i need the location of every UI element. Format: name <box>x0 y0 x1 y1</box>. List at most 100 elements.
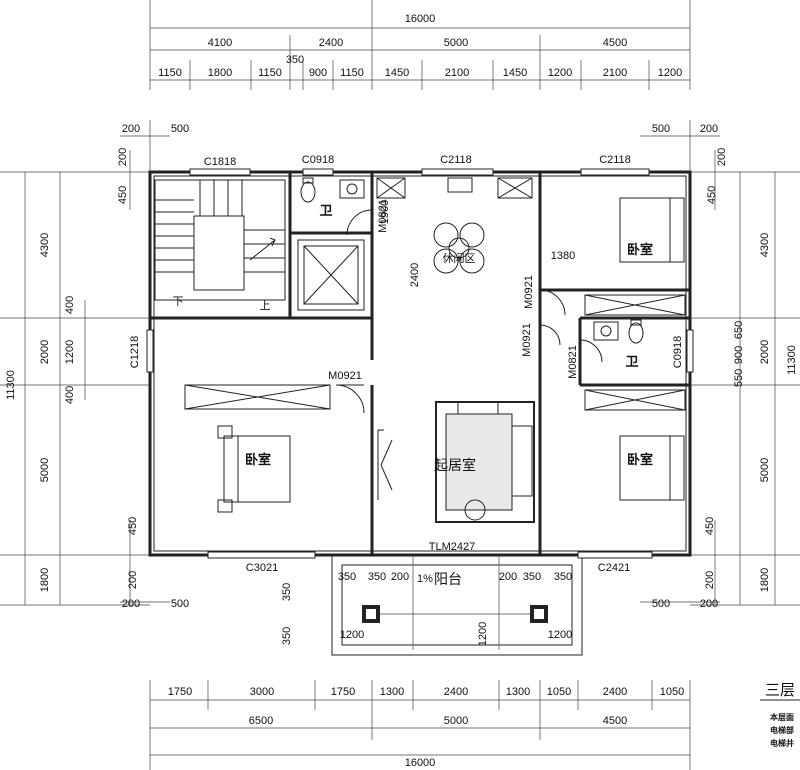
room-bedroom-ne: 卧室 <box>627 242 653 257</box>
top-350: 350 <box>286 54 304 66</box>
top-r3-10: 2100 <box>603 67 627 79</box>
top-r2-2: 2400 <box>319 37 343 49</box>
left-o1: 4300 <box>39 233 51 257</box>
left-o3: 5000 <box>39 458 51 482</box>
inner-dimensions: 1900 2400 1380 350 350 200 1% 200 350 35… <box>281 200 575 646</box>
top-r3-11: 1200 <box>658 67 682 79</box>
door-m0921-left: M0921 <box>328 370 362 382</box>
interior-walls <box>150 172 690 555</box>
stair-down: 下 <box>173 296 184 308</box>
right-i7: 200 <box>704 571 716 589</box>
door-m0821-top: M0821 <box>377 199 389 233</box>
bot-r1-l1: 200 <box>122 598 140 610</box>
right-i2: 450 <box>706 186 718 204</box>
bot-r2-4: 1300 <box>380 686 404 698</box>
room-leisure: 休闲区 <box>443 251 476 265</box>
top-r3-2: 1800 <box>208 67 232 79</box>
title-block: 三层 本层面 电梯部 电梯井 <box>760 682 800 748</box>
wardrobes <box>184 294 686 411</box>
title-line1: 本层面 <box>769 712 794 722</box>
bottom-dimension-text: 200 500 500 200 1750 3000 1750 1300 2400… <box>122 598 718 769</box>
right-o1: 4300 <box>759 233 771 257</box>
dim-2400: 2400 <box>409 263 421 287</box>
top-r3-5: 1150 <box>340 67 364 79</box>
bot-total: 16000 <box>405 757 436 769</box>
left-dimension-text: 11300 4300 2000 5000 1800 200 450 400 12… <box>5 148 139 592</box>
top-total: 16000 <box>405 13 436 25</box>
left-total: 11300 <box>5 370 17 400</box>
win-c1818: C1818 <box>204 156 236 168</box>
right-i1: 200 <box>716 148 728 166</box>
room-bedroom-w: 卧室 <box>245 452 271 467</box>
top-r3-4: 900 <box>309 67 327 79</box>
top-r2-1: 4100 <box>208 37 232 49</box>
left-o2: 2000 <box>39 340 51 364</box>
right-i4: 900 <box>733 346 745 364</box>
bot-r1-l2: 500 <box>171 598 189 610</box>
room-labels: 卫 休闲区 卧室 卫 卧室 起居室 卧室 阳台 下 上 <box>173 203 654 587</box>
beds <box>217 197 685 513</box>
room-bedroom-e: 卧室 <box>627 452 653 467</box>
left-i2: 450 <box>117 186 129 204</box>
top-r4-l1: 200 <box>122 123 140 135</box>
balcony <box>331 554 583 656</box>
door-tlm2427: TLM2427 <box>429 541 475 553</box>
win-c1218: C1218 <box>129 336 141 368</box>
win-c2421: C2421 <box>598 562 630 574</box>
left-i5: 400 <box>64 386 76 404</box>
door-labels: M0821 M0921 M0921 M0821 M0921 TLM2427 <box>328 199 579 553</box>
right-o3: 5000 <box>759 458 771 482</box>
top-r3-3: 1150 <box>258 67 282 79</box>
living-furniture <box>377 401 535 523</box>
bot-r3-3: 4500 <box>603 715 627 727</box>
windows <box>146 168 694 559</box>
bot-r3-1: 6500 <box>249 715 273 727</box>
room-balcony: 阳台 <box>434 571 462 587</box>
right-i6: 450 <box>704 517 716 535</box>
bottom-dimension-lines <box>120 601 720 770</box>
bal-350c: 350 <box>523 571 541 583</box>
bal-350b: 350 <box>368 571 386 583</box>
bot-r2-8: 2400 <box>603 686 627 698</box>
top-r2-3: 5000 <box>444 37 468 49</box>
bal-v350a: 350 <box>281 583 293 601</box>
top-r4-l2: 500 <box>171 123 189 135</box>
door-m0921-upper: M0921 <box>523 275 535 309</box>
bal-1200a: 1200 <box>340 629 364 641</box>
title-line2: 电梯部 <box>770 725 794 735</box>
right-total: 11300 <box>786 345 798 375</box>
win-c0918-top: C0918 <box>302 154 334 166</box>
bot-r1-r2: 200 <box>700 598 718 610</box>
bal-350d: 350 <box>554 571 572 583</box>
room-bath-right: 卫 <box>625 354 638 369</box>
title-line3: 电梯井 <box>770 738 794 748</box>
dim-1380: 1380 <box>551 250 575 262</box>
left-i7: 200 <box>127 571 139 589</box>
top-dimension-text: 16000 4100 2400 5000 4500 350 1150 1800 … <box>122 13 718 135</box>
left-o4: 1800 <box>39 568 51 592</box>
win-c2118-mid: C2118 <box>440 154 472 166</box>
bal-1200c: 1200 <box>548 629 572 641</box>
right-dimension-text: 11300 4300 2000 5000 1800 200 450 650 90… <box>704 148 798 592</box>
right-i5: 550 <box>733 369 745 387</box>
bot-r3-2: 5000 <box>444 715 468 727</box>
top-r3-7: 2100 <box>445 67 469 79</box>
dim-1900: 1900 <box>379 200 391 224</box>
door-swings <box>335 209 603 414</box>
window-labels: C1818 C0918 C2118 C2118 C1218 C0918 C302… <box>129 154 684 574</box>
top-r3-1: 1150 <box>158 67 182 79</box>
top-r2-4: 4500 <box>603 37 627 49</box>
win-c3021: C3021 <box>246 562 278 574</box>
top-r4-r2: 200 <box>700 123 718 135</box>
bot-r2-3: 1750 <box>331 686 355 698</box>
bot-r2-2: 3000 <box>250 686 274 698</box>
side-dimension-lines <box>0 150 800 606</box>
left-i6: 450 <box>127 517 139 535</box>
right-o2: 2000 <box>759 340 771 364</box>
stair-and-elevator <box>154 179 365 311</box>
title-heading: 三层 <box>765 682 795 699</box>
win-c2118-right: C2118 <box>599 154 631 166</box>
bal-200a: 200 <box>391 571 409 583</box>
left-i1: 200 <box>117 148 129 166</box>
bot-r2-5: 2400 <box>444 686 468 698</box>
